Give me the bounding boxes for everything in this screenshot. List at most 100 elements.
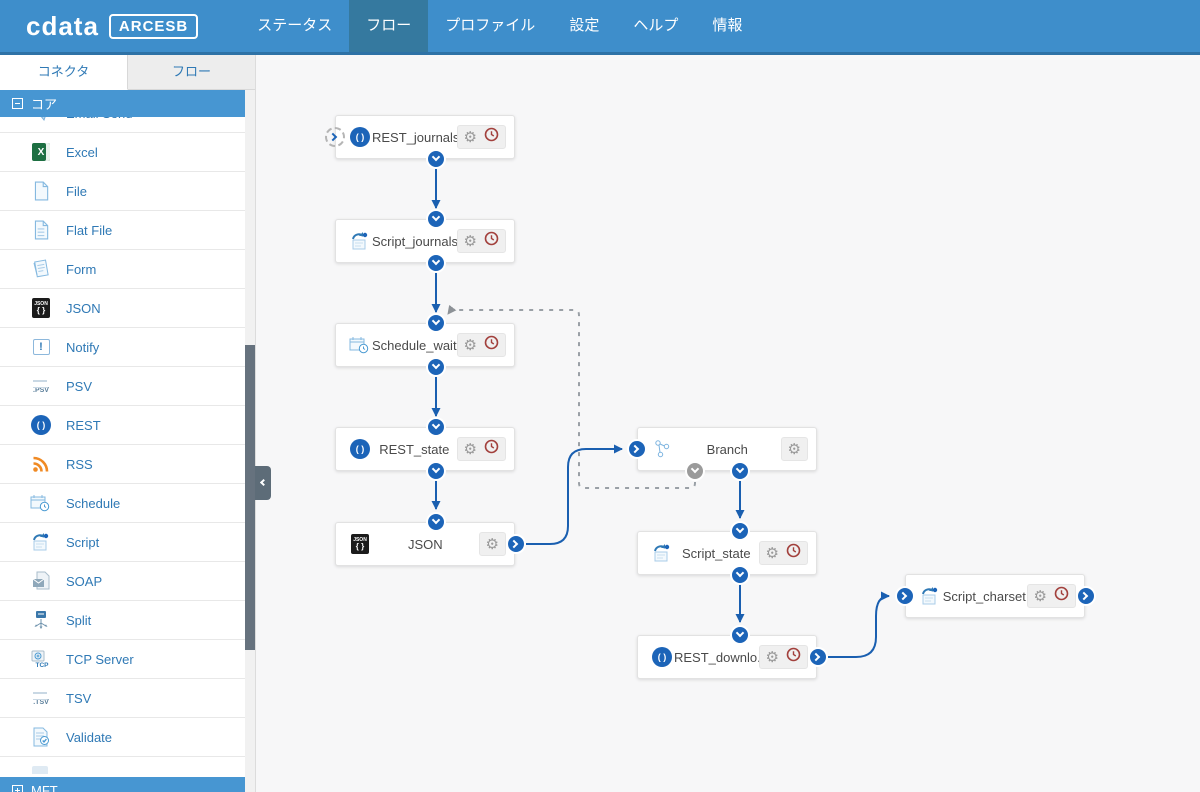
timer-icon[interactable]	[484, 127, 499, 147]
flow-node-rest-state[interactable]: ( ) REST_state ⚙	[335, 427, 515, 471]
settings-gear-icon[interactable]: ⚙	[463, 128, 477, 146]
output-port[interactable]	[426, 357, 446, 377]
settings-gear-icon[interactable]: ⚙	[463, 232, 477, 250]
output-port[interactable]	[730, 461, 750, 481]
connector-item-rss[interactable]: RSS	[0, 445, 246, 484]
settings-gear-icon[interactable]: ⚙	[787, 440, 801, 458]
flow-node-script-state[interactable]: Script_state ⚙	[637, 531, 817, 575]
node-controls: ⚙	[456, 125, 506, 149]
sidebar-scrollbar-track[interactable]	[245, 90, 255, 792]
input-port[interactable]	[730, 521, 750, 541]
input-port[interactable]	[627, 439, 647, 459]
input-port[interactable]	[426, 512, 446, 532]
settings-gear-icon[interactable]: ⚙	[463, 440, 477, 458]
input-port[interactable]	[730, 625, 750, 645]
group-header-core[interactable]: コア	[0, 90, 255, 117]
settings-gear-icon[interactable]: ⚙	[485, 535, 499, 553]
form-icon	[30, 258, 52, 280]
output-port[interactable]	[730, 565, 750, 585]
connector-item-soap[interactable]: SOAP	[0, 562, 246, 601]
group-header-mft-wrap: MFT	[0, 777, 255, 792]
sidebar-collapse-handle[interactable]	[255, 466, 271, 500]
settings-gear-icon[interactable]: ⚙	[765, 544, 779, 562]
flow-node-rest-journals[interactable]: ( ) REST_journals ⚙	[335, 115, 515, 159]
branch-icon	[650, 438, 674, 460]
output-port[interactable]	[426, 149, 446, 169]
cdata-logo: cdata	[26, 10, 99, 41]
json-icon: JSON{ }	[30, 297, 52, 319]
tsv-icon: .TSV	[30, 687, 52, 709]
connector-item-tsv[interactable]: .TSV TSV	[0, 679, 246, 718]
flow-node-json[interactable]: JSON{ } JSON ⚙	[335, 522, 515, 566]
output-port[interactable]	[426, 253, 446, 273]
node-controls: ⚙	[758, 541, 808, 565]
connector-item-psv[interactable]: .PSV PSV	[0, 367, 246, 406]
connector-item-tcp-server[interactable]: TCP TCP Server	[0, 640, 246, 679]
nav-help[interactable]: ヘルプ	[633, 17, 679, 34]
connector-item-json[interactable]: JSON{ } JSON	[0, 289, 246, 328]
rest-icon: ( )	[348, 439, 372, 459]
sidebar-tabs: コネクタ フロー	[0, 55, 255, 90]
flow-canvas[interactable]: ( ) REST_journals ⚙ Script_journals ⚙ Sc…	[256, 55, 1200, 792]
timer-icon[interactable]	[484, 335, 499, 355]
flow-node-rest-download[interactable]: ( ) REST_downlo... ⚙	[637, 635, 817, 679]
timer-icon[interactable]	[786, 543, 801, 563]
connector-item-notify[interactable]: ! Notify	[0, 328, 246, 367]
node-controls: ⚙	[758, 645, 808, 669]
settings-gear-icon[interactable]: ⚙	[1033, 587, 1047, 605]
split-icon	[30, 609, 52, 631]
output-port-gray[interactable]	[685, 461, 705, 481]
input-port[interactable]	[895, 586, 915, 606]
connector-item-validate[interactable]: Validate	[0, 718, 246, 757]
nav-settings[interactable]: 設定	[569, 17, 600, 34]
connector-item-schedule[interactable]: Schedule	[0, 484, 246, 523]
nav-status[interactable]: ステータス	[257, 17, 333, 34]
expand-plus-icon	[12, 785, 23, 792]
output-port[interactable]	[1076, 586, 1096, 606]
input-port-dashed[interactable]	[325, 127, 345, 147]
schedule-icon	[348, 335, 372, 355]
input-port[interactable]	[426, 417, 446, 437]
group-header-mft[interactable]: MFT	[0, 777, 255, 792]
group-mft-label: MFT	[31, 783, 58, 792]
timer-icon[interactable]	[484, 231, 499, 251]
output-port[interactable]	[426, 461, 446, 481]
input-port[interactable]	[426, 313, 446, 333]
flow-node-script-journals[interactable]: Script_journals ⚙	[335, 219, 515, 263]
connector-item-form[interactable]: Form	[0, 250, 246, 289]
connector-item-file[interactable]: File	[0, 172, 246, 211]
input-port[interactable]	[426, 209, 446, 229]
output-port[interactable]	[808, 647, 828, 667]
connector-item-excel[interactable]: X Excel	[0, 133, 246, 172]
file-icon	[30, 180, 52, 202]
nav-flows[interactable]: フロー	[349, 0, 429, 52]
nav-profiles[interactable]: プロファイル	[445, 17, 536, 34]
brand[interactable]: cdata ARCESB	[26, 10, 199, 42]
tab-connectors[interactable]: コネクタ	[0, 55, 128, 90]
rest-icon: ( )	[650, 647, 674, 667]
node-controls: ⚙	[456, 333, 506, 357]
tab-flows[interactable]: フロー	[128, 55, 255, 90]
connector-item-split[interactable]: Split	[0, 601, 246, 640]
connector-item-script[interactable]: Script	[0, 523, 246, 562]
group-core-label: コア	[31, 97, 58, 112]
settings-gear-icon[interactable]: ⚙	[765, 648, 779, 666]
timer-icon[interactable]	[1054, 586, 1069, 606]
settings-gear-icon[interactable]: ⚙	[463, 336, 477, 354]
node-controls: ⚙	[478, 532, 506, 556]
flow-node-schedule-wait[interactable]: Schedule_wait ⚙	[335, 323, 515, 367]
json-icon: JSON{ }	[348, 534, 372, 554]
connector-item-rest[interactable]: ( ) REST	[0, 406, 246, 445]
flow-node-script-charset[interactable]: Script_charset ⚙	[905, 574, 1085, 618]
connector-item-flat-file[interactable]: Flat File	[0, 211, 246, 250]
nav-info[interactable]: 情報	[712, 17, 743, 34]
node-controls: ⚙	[456, 229, 506, 253]
timer-icon[interactable]	[786, 647, 801, 667]
schedule-icon	[30, 492, 52, 514]
connector-item-email-send[interactable]: Email Send	[0, 117, 246, 133]
output-port[interactable]	[506, 534, 526, 554]
sidebar-scrollbar-thumb[interactable]	[245, 345, 255, 650]
timer-icon[interactable]	[484, 439, 499, 459]
flow-node-branch[interactable]: Branch ⚙	[637, 427, 817, 471]
svg-text:TCP: TCP	[36, 662, 50, 669]
